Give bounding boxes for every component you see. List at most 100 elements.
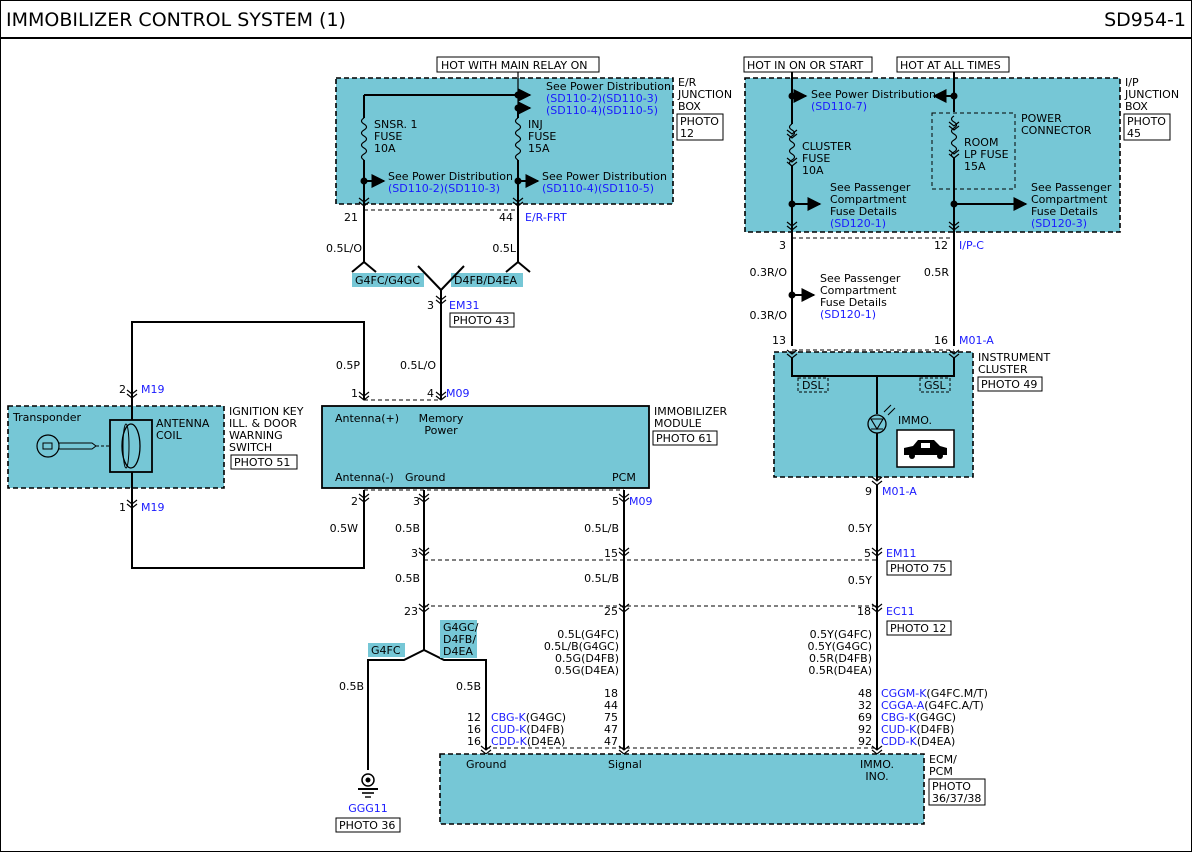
- wire-05w: 0.5W: [330, 522, 358, 535]
- em11-pin-5: 5: [864, 547, 871, 560]
- cluster-pin-9: 9: [865, 485, 872, 498]
- ground-point: GGG11 PHOTO 36: [335, 773, 401, 833]
- wire-05b-b: 0.5B: [395, 572, 420, 585]
- key-icon: [36, 434, 110, 458]
- imm-ground: Ground: [405, 471, 445, 484]
- ec11-photo: PHOTO 12: [890, 622, 946, 635]
- em31-photo: PHOTO 43: [453, 314, 509, 327]
- wire-05l: 0.5L: [492, 242, 516, 255]
- wire-05y-b: 0.5Y: [848, 574, 872, 587]
- opt-d4fb-d4ea: D4FB/D4EA: [454, 274, 517, 287]
- ip-c-connector: I/P-C: [959, 239, 984, 252]
- ground-icon: [358, 773, 378, 798]
- ec11-pin-18: 18: [857, 605, 871, 618]
- wire-05lo: 0.5L/O: [326, 242, 362, 255]
- page-title: IMMOBILIZER CONTROL SYSTEM (1): [6, 9, 346, 31]
- wire-05b-gnd: 0.5B: [339, 680, 364, 693]
- page-code: SD954-1: [1104, 9, 1186, 31]
- em11-pin-3: 3: [411, 547, 418, 560]
- ign-conn-bot: M19: [141, 501, 165, 514]
- signal-variants: 0.5L(G4FC)0.5L/B(G4GC)0.5G(D4FB)0.5G(D4E…: [544, 628, 619, 677]
- em11-connector: EM11: [886, 547, 916, 560]
- ip-pin-12: 12: [934, 239, 948, 252]
- wire-05b-cbg: 0.5B: [456, 680, 481, 693]
- imm-pin-4: 4: [427, 387, 434, 400]
- wire-05b-a: 0.5B: [395, 522, 420, 535]
- wire-05p: 0.5P: [336, 359, 360, 372]
- cluster-pin-16: 16: [934, 334, 948, 347]
- opt-multi: G4GC/D4FB/D4EA: [443, 621, 479, 658]
- immo-variants: 0.5Y(G4FC)0.5Y(G4GC)0.5R(D4FB)0.5R(D4EA): [807, 628, 872, 677]
- wire-05r: 0.5R: [924, 266, 949, 279]
- imm-conn-top: M09: [446, 387, 470, 400]
- cluster-conn-bot: M01-A: [882, 485, 917, 498]
- er-refs-right: (SD110-4)(SD110-5): [542, 182, 654, 195]
- car-lock-icon: [896, 429, 955, 468]
- wire-05lb-b: 0.5L/B: [584, 572, 619, 585]
- cluster-photo: PHOTO 49: [981, 378, 1037, 391]
- imm-pin-3: 3: [413, 495, 420, 508]
- immo-label: IMMO.: [898, 414, 932, 427]
- cluster-conn-top: M01-A: [959, 334, 994, 347]
- wire-03ro-a: 0.3R/O: [749, 266, 787, 279]
- ip-ref-power: (SD110-7): [811, 100, 867, 113]
- imm-conn-bot: M09: [629, 495, 653, 508]
- transponder-label: Transponder: [12, 411, 82, 424]
- ign-switch-photo: PHOTO 51: [234, 456, 290, 469]
- hot-in-on-start-label: HOT IN ON OR START: [747, 59, 864, 72]
- immo-pin-conns: CGGM-K(G4FC.M/T) CGGA-A(G4FC.A/T) CBG-K(…: [881, 687, 991, 748]
- ecm-ground: Ground: [466, 758, 506, 771]
- ip-junction-box: See Power Distribution (SD110-7) CLUSTER…: [744, 72, 1179, 252]
- wire-05lb-a: 0.5L/B: [584, 522, 619, 535]
- er-see-power-right: See Power Distribution: [542, 170, 667, 183]
- hot-all-times-label: HOT AT ALL TIMES: [900, 59, 1001, 72]
- em31-connector: EM31: [449, 299, 479, 312]
- ip-pin-3: 3: [779, 239, 786, 252]
- antenna-loop-wires: 0.5P 1 4 M09 0.5W: [131, 321, 470, 569]
- imm-ant-minus: Antenna(-): [335, 471, 394, 484]
- ign-pin-top: 2: [119, 383, 126, 396]
- er-refs-top-1: (SD110-2)(SD110-3): [546, 92, 658, 105]
- ecm-name: ECM/PCM: [929, 753, 957, 778]
- er-refs-left: (SD110-2)(SD110-3): [388, 182, 500, 195]
- er-see-power-left: See Power Distribution: [388, 170, 513, 183]
- ecm-signal: Signal: [608, 758, 642, 771]
- er-to-em31-wires: 0.5L/O 0.5L G4FC/G4GC D4FB/D4EA 3 EM31 P…: [326, 210, 531, 400]
- gsl-label: GSL: [924, 379, 947, 392]
- er-pin-44: 44: [499, 211, 513, 224]
- ground-point-photo: PHOTO 36: [339, 819, 395, 832]
- ign-conn-top: M19: [141, 383, 165, 396]
- opt-g4fc-g4gc: G4FC/G4GC: [355, 274, 420, 287]
- er-see-power-top: See Power Distribution: [546, 80, 671, 93]
- gnd-pin-conns: CBG-K(G4GC) CUD-K(D4FB) CDD-K(D4EA): [491, 711, 570, 748]
- er-refs-top-2: (SD110-4)(SD110-5): [546, 104, 658, 117]
- imm-ant-plus: Antenna(+): [335, 412, 399, 425]
- ground-point-name: GGG11: [348, 802, 388, 815]
- hot-main-relay-label: HOT WITH MAIN RELAY ON: [441, 59, 588, 72]
- imm-photo: PHOTO 61: [656, 432, 712, 445]
